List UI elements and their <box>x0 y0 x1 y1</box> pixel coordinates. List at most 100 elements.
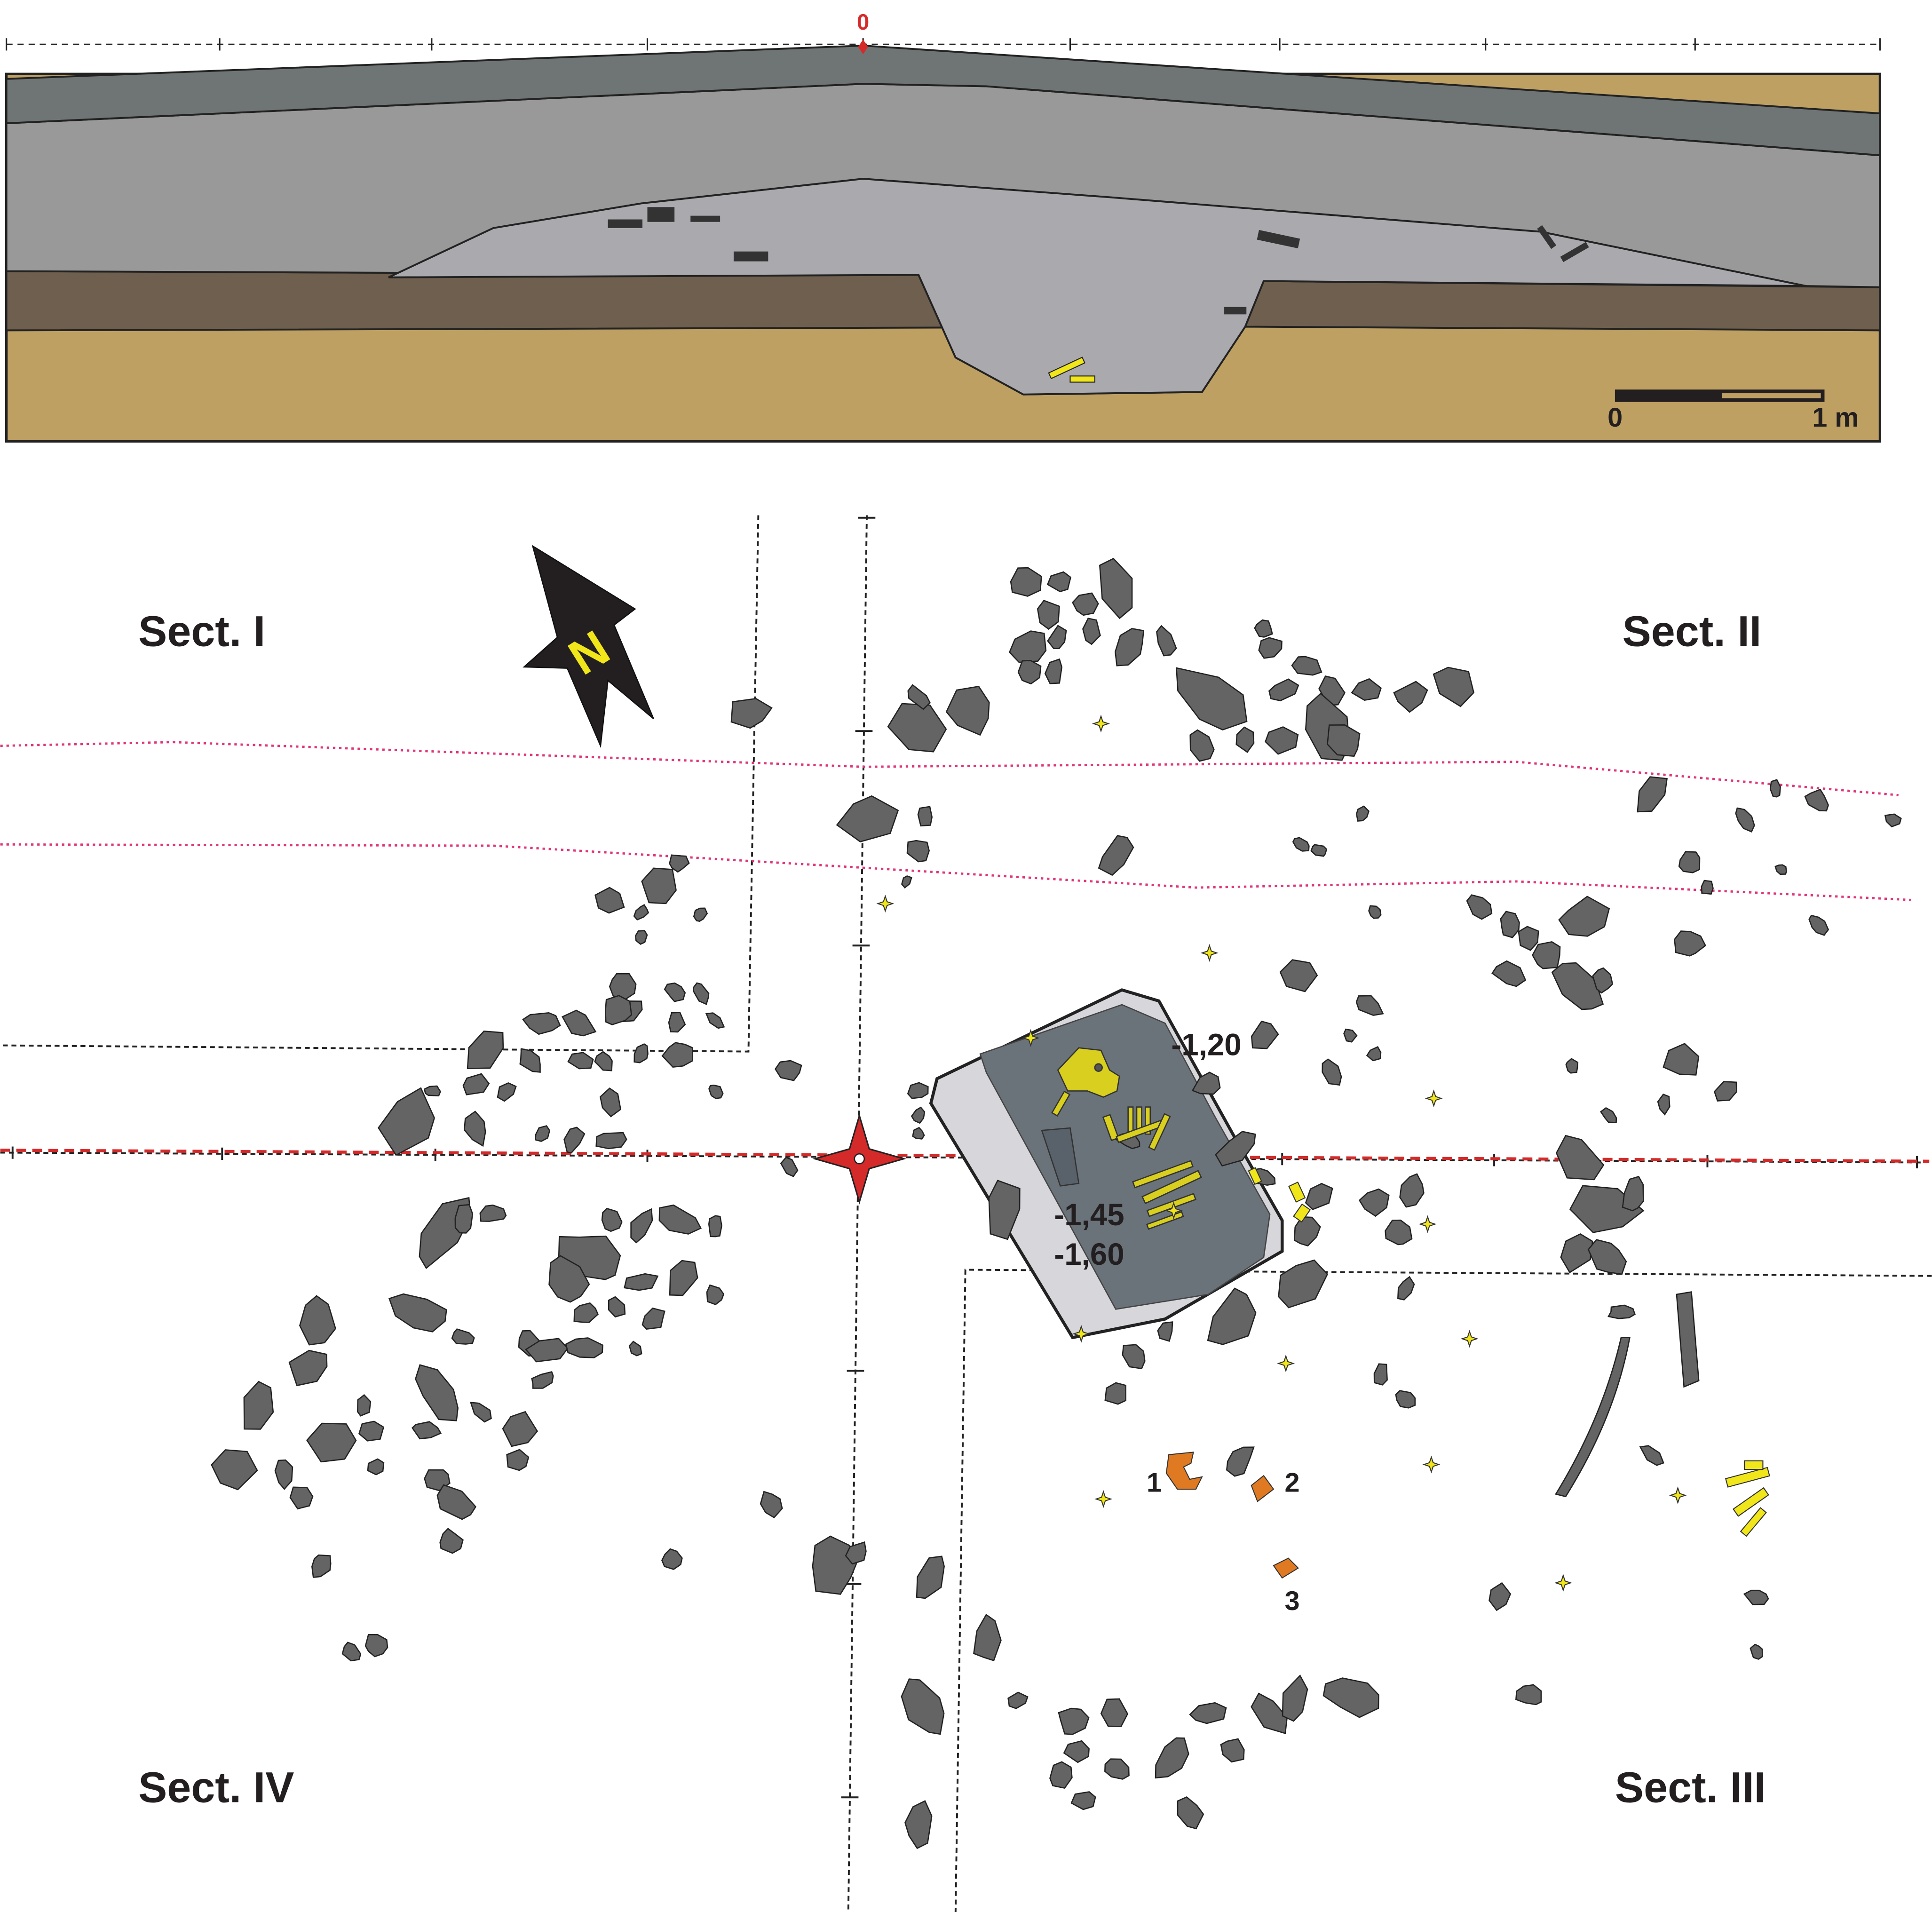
stone <box>1017 659 1042 685</box>
stone <box>706 1284 725 1305</box>
stone <box>1355 805 1370 822</box>
stone <box>1735 807 1755 833</box>
stone <box>1884 813 1902 828</box>
stone <box>1592 967 1614 994</box>
stone <box>668 1012 686 1033</box>
small-find-star-icon <box>1164 1201 1183 1220</box>
stone <box>306 1422 357 1463</box>
stone <box>1599 1107 1617 1123</box>
finds <box>1165 1452 1299 1579</box>
stone <box>624 1273 659 1291</box>
stone <box>628 1341 642 1357</box>
stone <box>1049 1761 1073 1789</box>
stone <box>411 1421 442 1440</box>
stone <box>415 1364 459 1421</box>
stone <box>917 806 933 827</box>
stone <box>1322 1058 1342 1086</box>
stone <box>1291 656 1322 676</box>
stone <box>1532 941 1561 969</box>
section-profile: 0 0 1 m <box>5 9 1882 443</box>
stone <box>1327 724 1361 757</box>
stone <box>780 1157 799 1177</box>
stone <box>288 1349 328 1387</box>
stone <box>497 1082 517 1102</box>
stone <box>531 1371 554 1389</box>
stone <box>661 1042 693 1068</box>
stone <box>1072 592 1099 616</box>
stone <box>1215 1131 1256 1167</box>
stone <box>901 875 912 889</box>
small-find-star-icon <box>1554 1574 1572 1592</box>
small-find-star-icon <box>1425 1089 1443 1108</box>
depth-label: -1,45 <box>1054 1198 1124 1232</box>
stone <box>1008 630 1047 663</box>
stone <box>1500 911 1520 938</box>
stone <box>1189 729 1215 762</box>
stone <box>1099 557 1133 619</box>
stone <box>535 1125 551 1142</box>
stone <box>1750 1643 1763 1660</box>
stone <box>705 1012 725 1029</box>
stone <box>1063 1740 1090 1763</box>
skull <box>1057 1047 1120 1098</box>
stone <box>1385 1219 1413 1246</box>
stone <box>1399 1173 1425 1208</box>
stone <box>1518 926 1539 951</box>
stone <box>1254 619 1273 638</box>
stone <box>357 1394 372 1417</box>
stone <box>1058 1707 1090 1735</box>
stone <box>693 907 708 922</box>
stone <box>594 887 625 914</box>
stone <box>641 1307 665 1330</box>
datum-compass-icon <box>812 1113 907 1205</box>
stone <box>1070 1791 1096 1810</box>
stone <box>630 1208 653 1244</box>
stone <box>548 1255 590 1303</box>
stone <box>1207 1287 1257 1345</box>
section-bones <box>1048 357 1095 383</box>
stone <box>358 1420 385 1442</box>
stone <box>1175 667 1248 730</box>
stone <box>945 685 990 736</box>
stone <box>1098 835 1134 876</box>
stone <box>1047 625 1067 650</box>
stone <box>1343 1028 1358 1043</box>
stones <box>211 557 1902 1849</box>
stone <box>1663 1043 1700 1076</box>
stone <box>594 1051 613 1071</box>
stone <box>693 982 710 1005</box>
stone <box>1191 1071 1221 1095</box>
stone <box>1157 1321 1173 1342</box>
find-2 <box>1251 1475 1275 1502</box>
section-stones <box>608 207 1589 315</box>
stone <box>479 1204 507 1222</box>
stone <box>901 1678 945 1735</box>
stone <box>599 1087 622 1118</box>
grid-lines <box>0 515 1932 1912</box>
stone <box>1251 1020 1279 1049</box>
stone <box>1565 1058 1579 1074</box>
small-find-star-icon <box>1092 714 1110 733</box>
depth-label: -1,60 <box>1054 1237 1124 1271</box>
stone <box>573 1302 599 1323</box>
stone <box>436 1484 477 1520</box>
pit-fill <box>388 178 1806 396</box>
small-find-star-icon <box>876 895 895 913</box>
stone <box>274 1459 293 1490</box>
stone <box>1265 726 1299 755</box>
stone <box>341 1642 362 1662</box>
small-find-star-icon <box>1460 1330 1479 1348</box>
depth-label: -1,20 <box>1171 1027 1241 1062</box>
stone <box>1122 1344 1146 1370</box>
stone <box>1046 571 1071 593</box>
stone <box>609 973 637 1000</box>
stone <box>708 1215 722 1238</box>
stone <box>664 982 686 1002</box>
stone <box>454 1204 474 1234</box>
stone <box>522 1012 561 1035</box>
stone <box>289 1486 314 1510</box>
stone <box>658 1204 702 1235</box>
stone <box>1607 1304 1636 1319</box>
stone <box>565 1337 603 1358</box>
stone <box>1358 1188 1390 1217</box>
